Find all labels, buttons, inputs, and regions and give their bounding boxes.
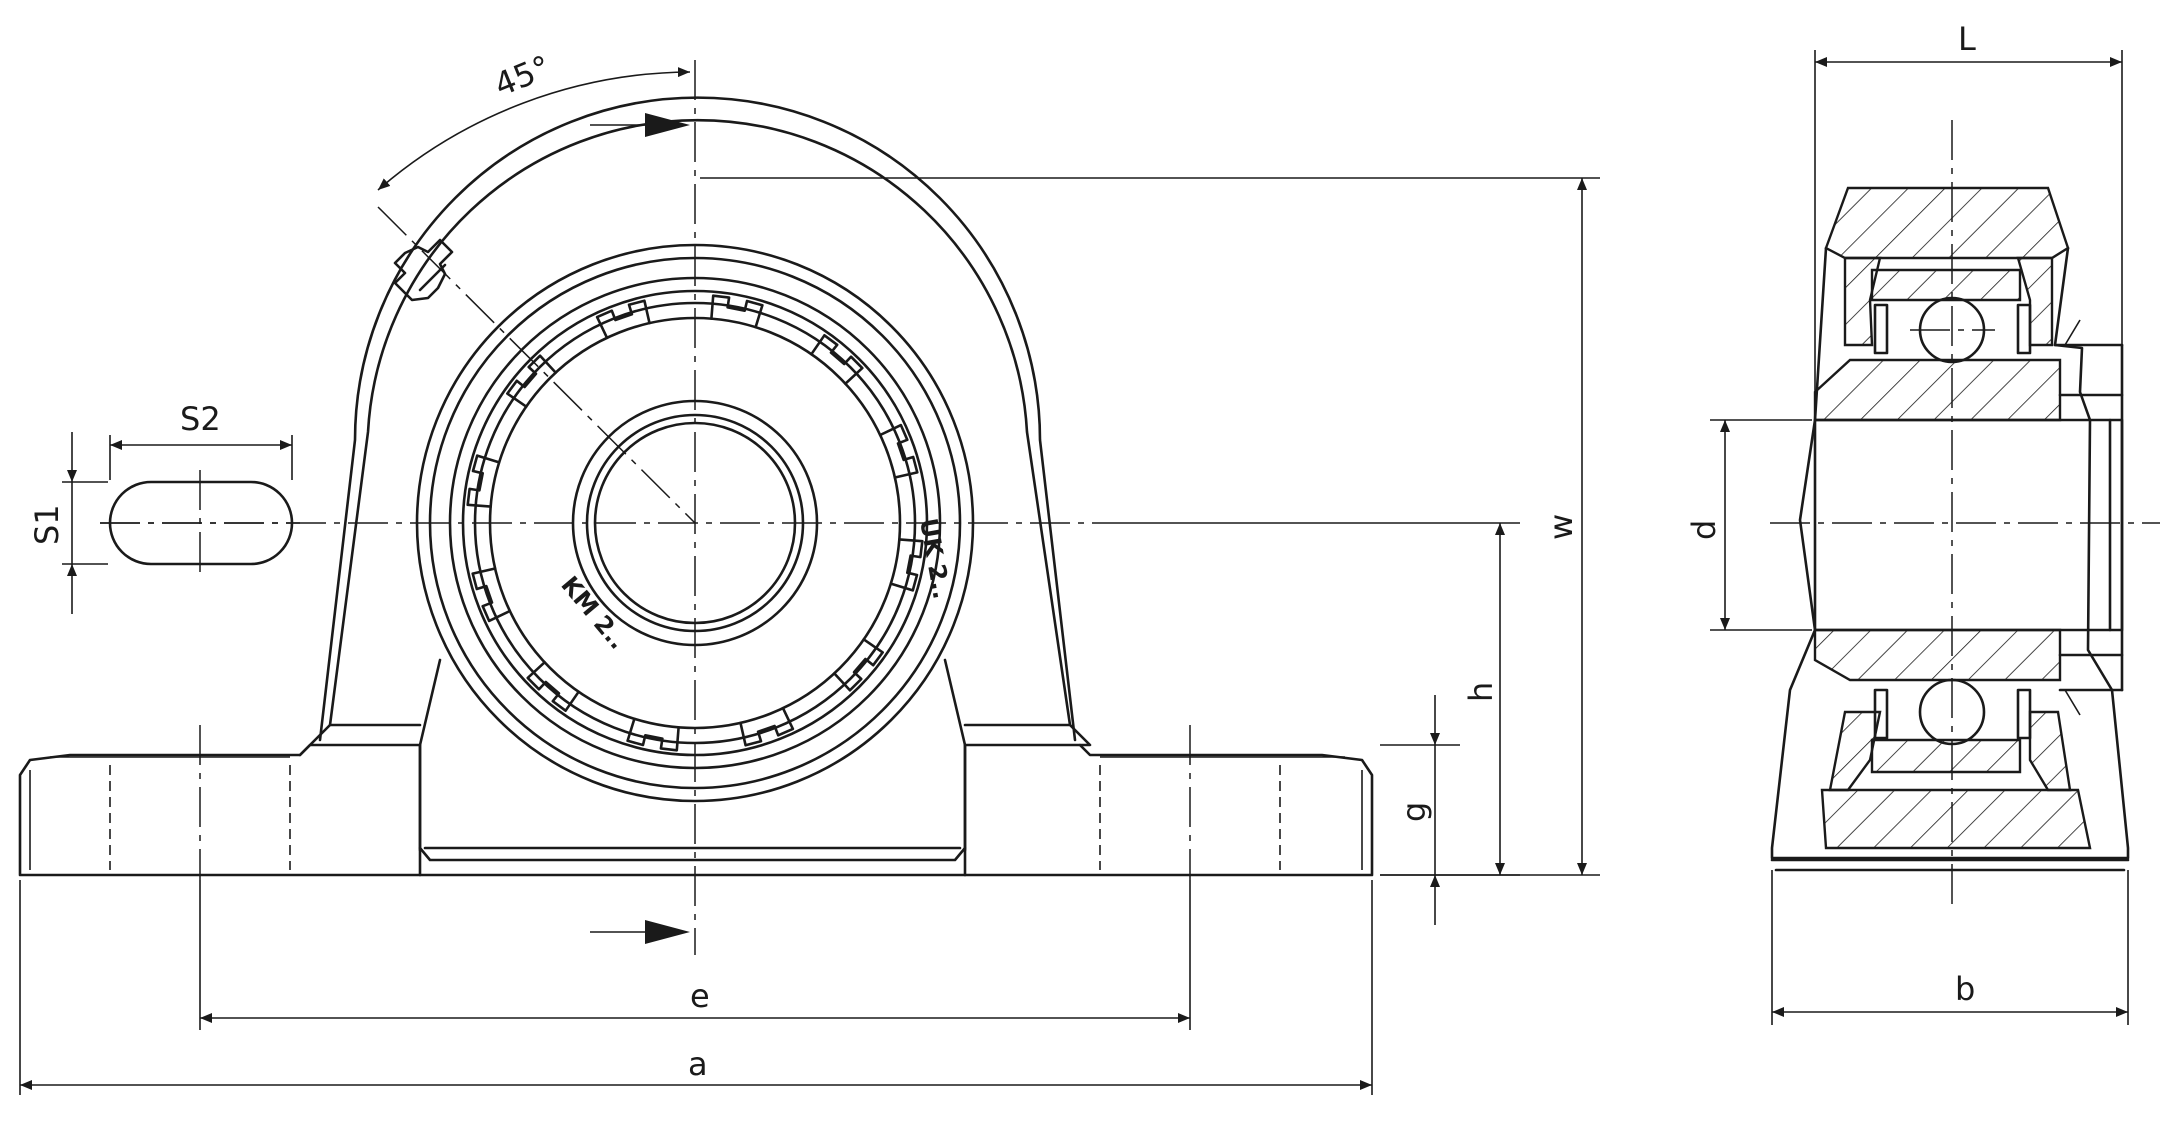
retainer-tab [710, 294, 764, 329]
dimension-s2: S2 [180, 400, 221, 438]
lower-housing-section [1820, 788, 2092, 850]
retainer-tabs [466, 294, 924, 752]
dimension-e: e [690, 977, 710, 1015]
retainer-tab [471, 567, 512, 623]
diagonal-center-line [377, 206, 696, 524]
retainer-tab [889, 538, 924, 592]
housing-marking-km: KM 2.. [555, 571, 632, 655]
lower-inner-race [1813, 628, 2062, 682]
upper-housing-lower-right [2016, 256, 2054, 347]
dimension-L: L [1958, 20, 1976, 58]
housing-body [298, 96, 1092, 852]
dimension-b: b [1955, 970, 1975, 1008]
lower-housing-right [2028, 710, 2072, 792]
upper-seal-left [1873, 303, 1889, 355]
upper-seal-right [2016, 303, 2032, 355]
side-view: L b d [1685, 20, 2160, 1025]
retainer-tab [739, 706, 795, 747]
dimension-d: d [1685, 520, 1723, 540]
dimension-w-line [700, 177, 1600, 876]
lower-outer-race [1870, 738, 2022, 774]
base-plate [18, 743, 1374, 877]
retainer-tab [878, 423, 919, 479]
section-arrow-bottom [590, 920, 690, 944]
angle-arc [377, 67, 691, 191]
retainer-tab [526, 661, 580, 712]
grease-nipple [393, 238, 454, 302]
retainer-tab [626, 717, 680, 752]
bolt-holes [109, 725, 1281, 880]
shaft-bore [1813, 319, 2124, 716]
retainer-tab [595, 299, 651, 340]
dimension-a: a [688, 1045, 708, 1083]
dimension-g-line [1380, 695, 1460, 925]
mounting-slot [62, 432, 300, 614]
lower-seal-right [2016, 688, 2032, 740]
dimension-a-line [19, 880, 1373, 1095]
dimension-e-line [199, 880, 1191, 1030]
lower-seal-left [1873, 688, 1889, 740]
dimension-b-line [1771, 870, 2129, 1025]
retainer-tab [506, 354, 557, 408]
dimension-d-line [1710, 419, 1812, 631]
upper-inner-race [1813, 358, 2062, 422]
retainer-tab [833, 638, 884, 692]
dimension-h-line [1110, 522, 1520, 876]
dimension-h: h [1462, 682, 1500, 702]
side-housing-outline [1770, 246, 2130, 860]
dimension-w: w [1542, 514, 1580, 540]
dimension-s1: S1 [28, 504, 66, 545]
upper-outer-race [1870, 268, 2022, 302]
retainer-tab [466, 454, 501, 508]
dimension-L-line [1814, 50, 2123, 420]
upper-housing-section [1824, 186, 2070, 260]
front-view: UK 2.. KM 2.. 45° [18, 48, 1600, 1095]
dimension-g: g [1395, 802, 1433, 822]
retainer-tab [810, 334, 864, 385]
housing-marking-uk: UK 2.. [914, 516, 956, 601]
